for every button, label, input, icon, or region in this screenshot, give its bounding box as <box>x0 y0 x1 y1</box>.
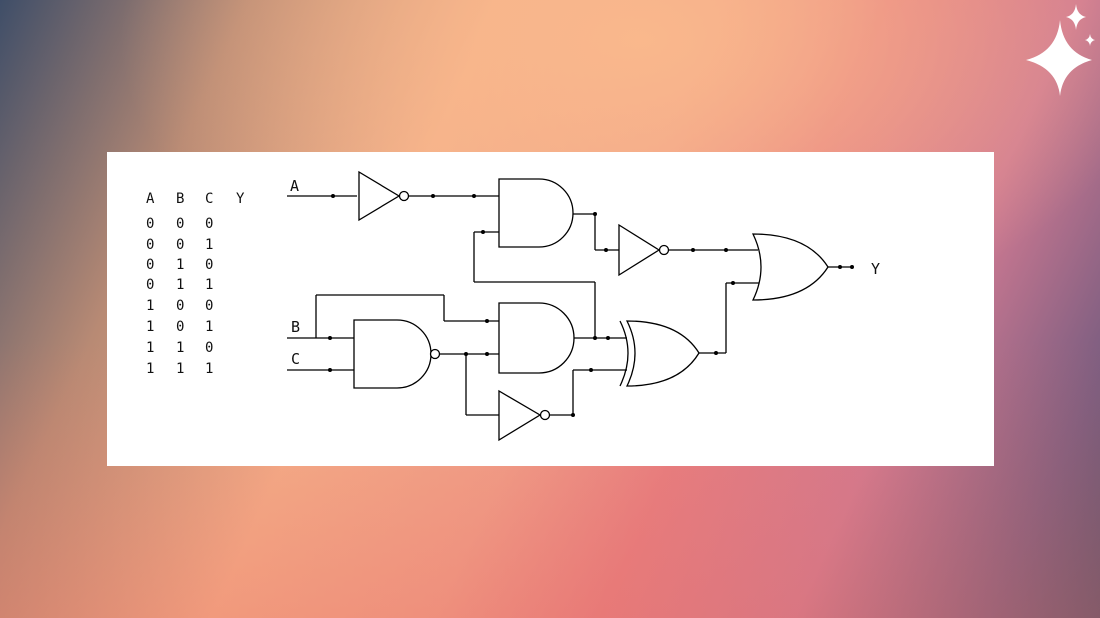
truth-table-cell: 1 <box>176 277 184 293</box>
truth-table-cell: 1 <box>176 257 184 273</box>
not-gate-1 <box>358 170 410 222</box>
truth-table-cell: 1 <box>205 237 213 253</box>
sparkle-icon <box>1026 4 1095 96</box>
input-c-label: C <box>291 350 300 368</box>
truth-table-cell: 1 <box>146 319 154 335</box>
truth-table-cell: 0 <box>146 237 154 253</box>
truth-table-cell: 0 <box>146 216 154 232</box>
wires <box>287 195 852 416</box>
junction-dots <box>328 194 842 417</box>
truth-table-header-c: C <box>205 191 213 207</box>
input-a-label: A <box>290 177 299 195</box>
nand-gate <box>353 319 441 389</box>
and-gate-2 <box>498 302 575 374</box>
truth-table-cell: 0 <box>205 298 213 314</box>
truth-table-cell: 0 <box>205 340 213 356</box>
and-gate-1 <box>498 178 574 248</box>
output-y-label: Y <box>871 260 880 278</box>
diagram-panel: A B C Y 0 0 0 0 0 1 0 1 0 0 1 1 1 0 0 1 … <box>107 152 994 466</box>
truth-table-cell: 0 <box>176 319 184 335</box>
truth-table-cell: 0 <box>205 257 213 273</box>
truth-table-cell: 0 <box>176 216 184 232</box>
truth-table-cell: 0 <box>146 277 154 293</box>
truth-table-cell: 0 <box>176 237 184 253</box>
truth-table-cell: 1 <box>205 319 213 335</box>
logic-circuit-diagram: A B C Y 0 0 0 0 0 1 0 1 0 0 1 1 1 0 0 1 … <box>146 170 880 442</box>
truth-table-cell: 1 <box>146 361 154 377</box>
truth-table-header-b: B <box>176 191 184 207</box>
output-y-terminal <box>850 265 854 269</box>
not-gate-2 <box>618 223 670 277</box>
truth-table-cell: 1 <box>176 361 184 377</box>
truth-table-header-a: A <box>146 191 155 207</box>
or-gate <box>751 233 829 301</box>
truth-table-cell: 0 <box>205 216 213 232</box>
truth-table: A B C Y 0 0 0 0 0 1 0 1 0 0 1 1 1 0 0 1 … <box>146 191 245 377</box>
truth-table-cell: 1 <box>146 298 154 314</box>
input-b-label: B <box>291 318 300 336</box>
truth-table-cell: 1 <box>205 277 213 293</box>
truth-table-cell: 1 <box>205 361 213 377</box>
not-gate-3 <box>498 389 551 442</box>
truth-table-header-y: Y <box>236 191 245 207</box>
xor-gate <box>619 320 700 387</box>
truth-table-cell: 0 <box>146 257 154 273</box>
truth-table-cell: 0 <box>176 298 184 314</box>
truth-table-cell: 1 <box>146 340 154 356</box>
truth-table-cell: 1 <box>176 340 184 356</box>
